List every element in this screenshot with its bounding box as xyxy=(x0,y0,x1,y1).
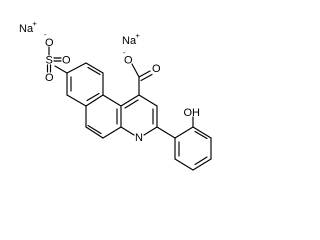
bond xyxy=(85,94,104,107)
bond xyxy=(140,73,153,82)
bond xyxy=(192,126,212,139)
sulfonate-oxygen-charge: - xyxy=(44,30,47,39)
bond xyxy=(174,126,194,139)
sodium-ion-right-charge: + xyxy=(136,31,141,40)
bond xyxy=(192,158,212,171)
atom-labels: Na + Na + O - S O O O - O N OH xyxy=(19,19,200,144)
bond-lines xyxy=(46,46,212,171)
bond xyxy=(143,126,158,136)
sulfonate-oxygen-anion: O xyxy=(45,37,54,49)
bond xyxy=(66,62,87,74)
hydroxyl-group: OH xyxy=(184,107,201,119)
molecule-diagram: Na + Na + O - S O O O - O N OH xyxy=(19,19,212,171)
bond xyxy=(194,156,208,166)
bond xyxy=(124,99,139,109)
pyridine-nitrogen: N xyxy=(135,132,143,144)
bond xyxy=(174,158,194,171)
bond xyxy=(66,94,87,107)
sodium-ion-left-symbol: Na xyxy=(19,23,34,35)
bond xyxy=(194,130,208,140)
chemical-structure-canvas: Na + Na + O - S O O O - O N OH xyxy=(19,19,212,171)
sodium-ion-left-charge: + xyxy=(33,19,38,28)
bond xyxy=(138,70,151,78)
bond xyxy=(54,65,68,74)
bond xyxy=(120,94,140,107)
sodium-ion-right-symbol: Na xyxy=(122,35,137,47)
sulfonate-oxygen-bottom: O xyxy=(45,72,54,84)
bond xyxy=(86,92,100,102)
bond xyxy=(102,126,122,139)
sulfonate-oxygen-right: O xyxy=(62,55,71,67)
sulfonate-sulfur: S xyxy=(46,55,53,67)
bond xyxy=(87,124,102,135)
bond xyxy=(120,126,135,136)
bond xyxy=(131,63,140,78)
bond xyxy=(85,126,104,139)
bond xyxy=(102,94,122,107)
bond xyxy=(156,126,176,139)
carboxylate-oxygen-anion: O xyxy=(124,55,133,67)
carboxylate-oxygen-double: O xyxy=(152,63,161,75)
bond xyxy=(138,94,158,107)
bond xyxy=(87,66,101,76)
bond xyxy=(85,62,104,74)
carboxylate-oxygen-charge: - xyxy=(123,48,126,57)
